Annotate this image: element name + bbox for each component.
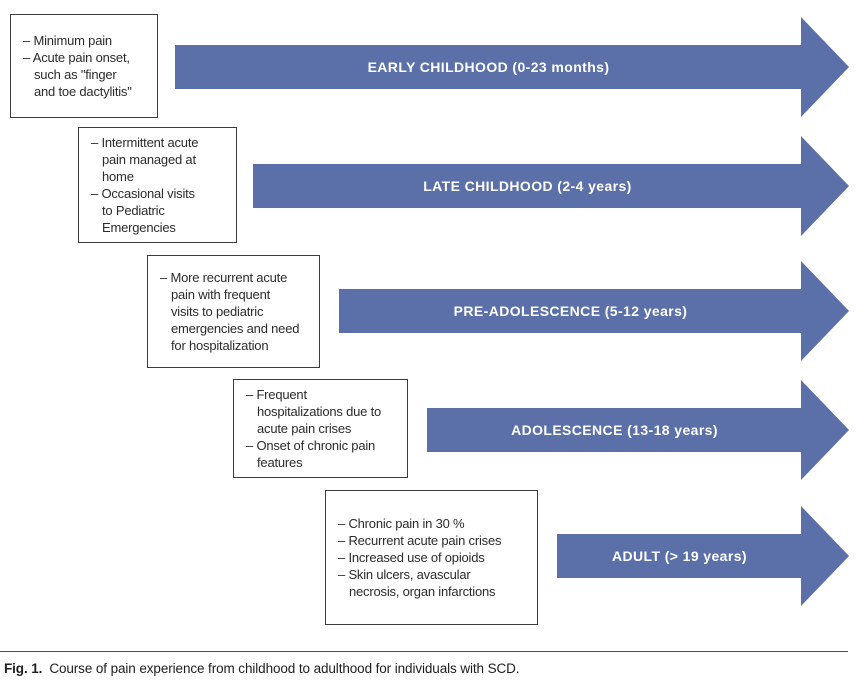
stage-box-early-childhood: – Minimum pain – Acute pain onset, such … xyxy=(10,14,158,118)
figure-caption-text: Course of pain experience from childhood… xyxy=(49,661,520,676)
timeline-arrow-shaft xyxy=(339,289,802,333)
timeline-arrow-head xyxy=(801,17,849,117)
stage-box-line: hospitalizations due to xyxy=(257,404,382,419)
stage-box-line: acute pain crises xyxy=(257,421,352,436)
stage-box-line: to Pediatric xyxy=(102,203,165,218)
stage-label-late-childhood: LATE CHILDHOOD (2-4 years) xyxy=(423,178,632,194)
timeline-arrow-shaft xyxy=(557,534,802,578)
stage-box-line: Emergencies xyxy=(102,220,176,235)
stage-box-line: – Acute pain onset, xyxy=(23,50,130,65)
stage-box-line: – Skin ulcers, avascular xyxy=(338,567,471,582)
stage-box-line: – Onset of chronic pain xyxy=(246,438,376,453)
stage-box-line: visits to pediatric xyxy=(171,304,264,319)
figure-caption: Fig. 1. Course of pain experience from ch… xyxy=(4,661,520,676)
stage-box-line: pain managed at xyxy=(102,152,196,167)
caption-divider xyxy=(0,651,848,652)
timeline-arrow-head xyxy=(801,136,849,236)
stage-box-line: – Minimum pain xyxy=(23,33,112,48)
timeline-arrow-shaft xyxy=(175,45,802,89)
stage-box-line: – Intermittent acute xyxy=(91,135,199,150)
timeline-arrow-shaft xyxy=(253,164,802,208)
stage-box-line: – Increased use of opioids xyxy=(338,550,485,565)
stage-box-line: – Frequent xyxy=(246,387,307,402)
stage-box-line: features xyxy=(257,455,303,470)
stage-box-adult: – Chronic pain in 30 % – Recurrent acute… xyxy=(325,490,538,625)
stage-box-late-childhood: – Intermittent acute pain managed at hom… xyxy=(78,127,237,243)
stage-label-early-childhood: EARLY CHILDHOOD (0-23 months) xyxy=(367,59,610,75)
timeline-arrow-head xyxy=(801,506,849,606)
stage-box-line: such as "finger xyxy=(34,67,117,82)
stage-box-line: for hospitalization xyxy=(171,338,269,353)
stage-label-adult: ADULT (> 19 years) xyxy=(612,548,747,564)
stage-box-line: necrosis, organ infarctions xyxy=(349,584,496,599)
figure-number: Fig. 1. xyxy=(4,661,43,676)
stage-label-adolescence: ADOLESCENCE (13-18 years) xyxy=(511,422,718,438)
stage-box-line: home xyxy=(102,169,134,184)
timeline-arrow-head xyxy=(801,380,849,480)
stage-box-line: – More recurrent acute xyxy=(160,270,288,285)
stage-box-adolescence: – Frequent hospitalizations due to acute… xyxy=(233,379,408,478)
timeline-arrow-head xyxy=(801,261,849,361)
stage-box-line: and toe dactylitis" xyxy=(34,84,132,99)
stage-box-line: – Occasional visits xyxy=(91,186,195,201)
stage-box-line: emergencies and need xyxy=(171,321,300,336)
stage-box-line: – Recurrent acute pain crises xyxy=(338,533,502,548)
stage-box-line: – Chronic pain in 30 % xyxy=(338,516,465,531)
timeline-arrow-shaft xyxy=(427,408,802,452)
stage-box-line: pain with frequent xyxy=(171,287,271,302)
stage-box-pre-adolescence: – More recurrent acute pain with frequen… xyxy=(147,255,320,368)
stage-label-pre-adolescence: PRE-ADOLESCENCE (5-12 years) xyxy=(453,303,688,319)
